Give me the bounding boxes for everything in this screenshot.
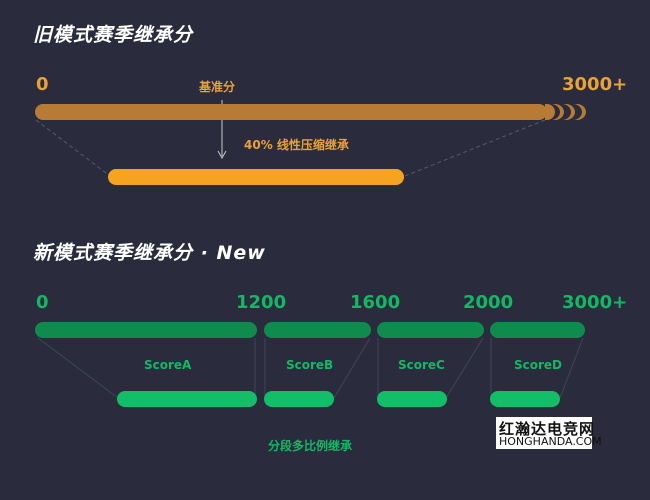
old-score-bar (35, 104, 547, 120)
new-segment-c-bar (377, 322, 484, 338)
segment-a-label: ScoreA (144, 358, 192, 372)
new-section-title: 新模式赛季继承分 · New (33, 242, 266, 264)
new-tick-label-3000: 3000+ (562, 292, 628, 313)
old-bar-overflow-icon (545, 104, 586, 120)
seg-c-right-connector (445, 337, 484, 399)
new-tick-label-1200: 1200 (236, 292, 287, 313)
old-section-title: 旧模式赛季继承分 (33, 24, 194, 46)
new-segment-b-bar (264, 322, 371, 338)
seg-b-right-connector (333, 337, 371, 399)
baseline-arrow-head (217, 150, 227, 160)
old-start-label: 0 (36, 74, 49, 95)
new-tick-label-1600: 1600 (350, 292, 401, 313)
old-end-label: 3000+ (562, 74, 628, 95)
new-segment-b-compressed-bar (264, 391, 334, 407)
old-compressed-bar (108, 169, 404, 185)
new-tick-label-0: 0 (36, 292, 49, 313)
baseline-label: 基准分 (199, 80, 236, 94)
seg-a-left-connector (37, 337, 119, 399)
watermark-text-cn: 红瀚达电竞网 (499, 420, 596, 438)
new-segment-a-bar (35, 322, 257, 338)
new-segment-d-bar (490, 322, 585, 338)
old-inherit-note: 40% 线性压缩继承 (244, 138, 349, 152)
old-right-connector (404, 119, 546, 177)
new-segment-a-compressed-bar (117, 391, 257, 407)
new-segment-c-compressed-bar (377, 391, 447, 407)
new-segment-d-compressed-bar (490, 391, 560, 407)
segment-c-label: ScoreC (398, 358, 445, 372)
new-tick-label-2000: 2000 (463, 292, 514, 313)
seg-d-right-connector (559, 337, 584, 399)
watermark-logo: 红瀚达电竞网 HONGHANDA.COM (496, 417, 602, 449)
watermark-text-en: HONGHANDA.COM (499, 435, 602, 448)
segment-d-label: ScoreD (514, 358, 563, 372)
new-inherit-note: 分段多比例继承 (268, 439, 353, 453)
segment-b-label: ScoreB (286, 358, 334, 372)
old-left-connector (35, 119, 111, 177)
